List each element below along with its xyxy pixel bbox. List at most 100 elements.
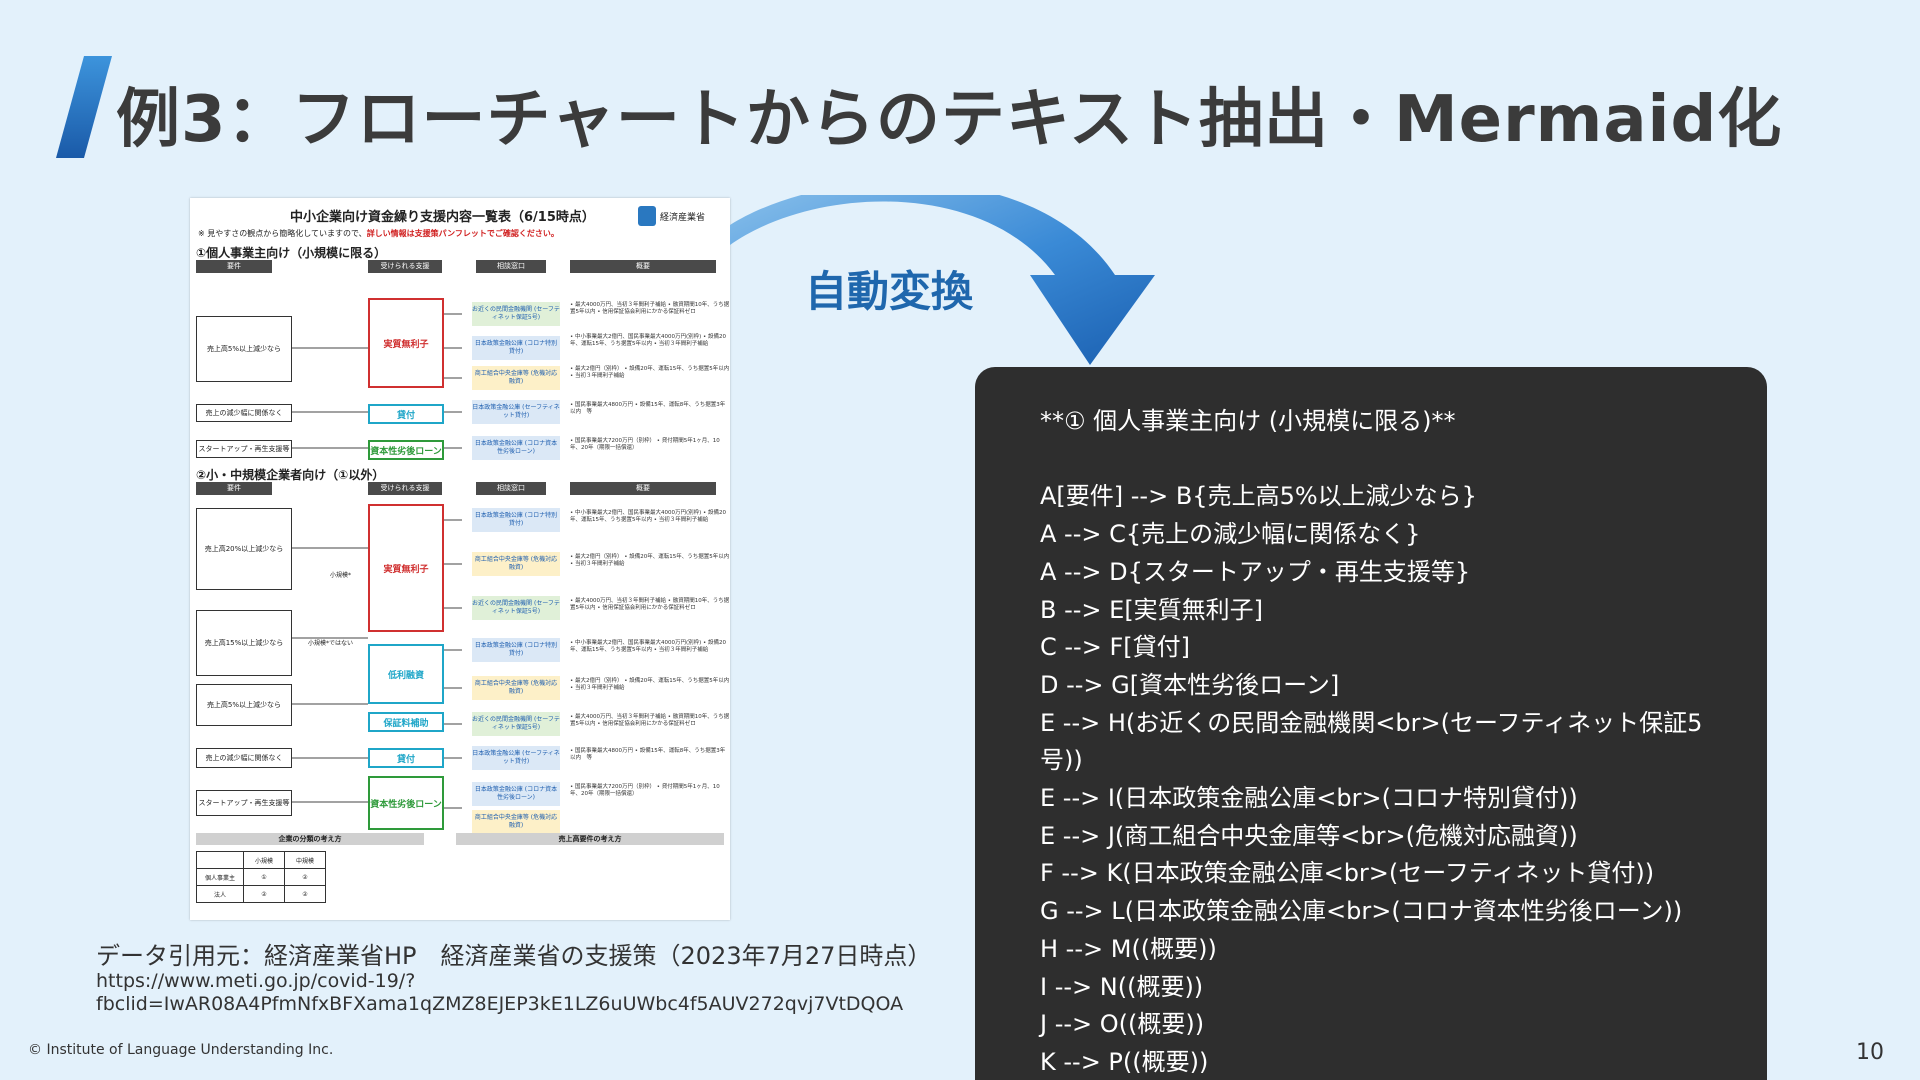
s2-window-box: 日本政策金融公庫 (コロナ資本性劣後ローン) bbox=[472, 782, 560, 806]
s2-requirement-box: 売上高5%以上減少なら bbox=[196, 684, 292, 726]
citation-label: データ引用元：経済産業省HP 経済産業省の支援策（2023年7月27日時点） bbox=[96, 942, 932, 970]
document-title: 中小企業向け資金繰り支援内容一覧表（6/15時点） bbox=[290, 210, 595, 225]
s2-support-box: 資本性劣後ローン bbox=[368, 776, 444, 830]
s1-window-box: 日本政策金融公庫 (コロナ資本性劣後ローン) bbox=[472, 436, 560, 460]
sales-requirement-table: 売上高要件の考え方 bbox=[456, 833, 724, 913]
sales-requirement-heading: 売上高要件の考え方 bbox=[456, 833, 724, 845]
s2-summary-text: • 最大2億円（別枠） • 設備20年、運転15年、うち据置5年以内 • 当初３… bbox=[570, 554, 730, 567]
classification-row: 法人 bbox=[196, 885, 244, 903]
not-small-scale-label: 小規模*ではない bbox=[308, 640, 354, 647]
document-note-text: ※ 見やすさの観点から簡略化していますので、 bbox=[198, 229, 367, 238]
s2-window-box: 日本政策金融公庫 (セーフティネット貸付) bbox=[472, 746, 560, 770]
code-line: E --> J(商工組合中央金庫等<br>(危機対応融資)) bbox=[1040, 821, 1578, 850]
code-line bbox=[1040, 441, 1740, 479]
small-scale-label: 小規模* bbox=[330, 572, 352, 579]
code-line: J --> O((概要)) bbox=[1040, 1010, 1205, 1039]
s1-summary-text: • 中小事業最大2億円、国民事業最大4000万円(別枠) • 設備20年、運転1… bbox=[570, 334, 727, 347]
classification-col: 小規模 bbox=[243, 851, 285, 869]
s2-requirement-box: 売上の減少幅に関係なく bbox=[196, 748, 292, 768]
code-line: A --> C{売上の減少幅に関係なく} bbox=[1040, 520, 1421, 549]
code-line: D --> G[資本性劣後ローン] bbox=[1040, 670, 1340, 699]
code-line: H --> M((概要)) bbox=[1040, 934, 1217, 963]
s1-window-box: 日本政策金融公庫 (セーフティネット貸付) bbox=[472, 400, 560, 424]
code-line: **① 個人事業主向け (小規模に限る)** bbox=[1040, 407, 1456, 435]
s2-summary-text: • 最大2億円（別枠） • 設備20年、運転15年、うち据置5年以内 • 当初３… bbox=[570, 678, 730, 691]
s2-summary-text: • 国民事業最大4800万円 • 設備15年、運転8年、うち据置3年以内 等 bbox=[570, 748, 726, 761]
s2-window-box: 商工組合中央金庫等 (危機対応融資) bbox=[472, 676, 560, 700]
section-2-heading: ②小・中規模企業者向け（①以外） bbox=[196, 468, 385, 482]
s1-window-box: 商工組合中央金庫等 (危機対応融資) bbox=[472, 366, 560, 390]
citation-url: https://www.meti.go.jp/covid-19/?fbclid=… bbox=[96, 970, 904, 1015]
classification-col: 中規模 bbox=[284, 851, 326, 869]
s2-summary-text: • 最大4000万円、当初３年間利子補給 • 融資期間10年、うち据置5年以内 … bbox=[570, 714, 730, 727]
s1-window-box: 日本政策金融公庫 (コロナ特別貸付) bbox=[472, 336, 560, 360]
s2-window-box: 商工組合中央金庫等 (危機対応融資) bbox=[472, 810, 560, 834]
section-1-heading: ①個人事業主向け（小規模に限る） bbox=[196, 246, 387, 260]
classification-grid: 小規模 中規模 個人事業主 ① ② 法人 ② ② bbox=[196, 851, 326, 903]
s1-summary-text: • 最大4000万円、当初３年間利子補給 • 融資期間10年、うち据置5年以内 … bbox=[570, 302, 730, 315]
s2-window-box: 日本政策金融公庫 (コロナ特別貸付) bbox=[472, 638, 560, 662]
s2-requirement-box: 売上高15%以上減少なら bbox=[196, 610, 292, 676]
document-note: ※ 見やすさの観点から簡略化していますので、詳しい情報は支援策パンフレットでご確… bbox=[198, 228, 559, 239]
source-flowchart-document: 中小企業向け資金繰り支援内容一覧表（6/15時点） ※ 見やすさの観点から簡略化… bbox=[190, 198, 730, 920]
header-support: 受けられる支援 bbox=[368, 482, 442, 495]
s2-window-box: お近くの民間金融機関 (セーフティネット保証5号) bbox=[472, 596, 560, 620]
s2-summary-text: • 国民事業最大7200万円（別枠） • 貸付期間5年1ヶ月、10年、20年（期… bbox=[570, 784, 720, 797]
s2-support-box: 保証料補助 bbox=[368, 712, 444, 732]
s1-summary-text: • 最大2億円（別枠） • 設備20年、運転15年、うち据置5年以内 • 当初３… bbox=[570, 366, 730, 379]
s2-requirement-box: スタートアップ・再生支援等 bbox=[196, 790, 292, 816]
code-line: G --> L(日本政策金融公庫<br>(コロナ資本性劣後ローン)) bbox=[1040, 897, 1683, 926]
s2-support-box: 実質無利子 bbox=[368, 504, 444, 632]
s2-summary-text: • 中小事業最大2億円、国民事業最大4000万円(別枠) • 設備20年、運転1… bbox=[570, 510, 727, 523]
s2-support-box: 貸付 bbox=[368, 748, 444, 768]
s1-support-box: 資本性劣後ローン bbox=[368, 440, 444, 460]
s1-support-box: 貸付 bbox=[368, 404, 444, 424]
meti-logo-icon bbox=[638, 206, 656, 226]
copyright-text: © Institute of Language Understanding In… bbox=[28, 1042, 334, 1058]
conversion-arrow-icon bbox=[730, 195, 1155, 365]
code-line: A[要件] --> B{売上高5%以上減少なら} bbox=[1040, 482, 1477, 511]
code-line: C --> F[貸付] bbox=[1040, 633, 1190, 662]
page-number: 10 bbox=[1856, 1040, 1884, 1065]
s1-summary-text: • 国民事業最大4800万円 • 設備15年、運転8年、うち据置3年以内 等 bbox=[570, 402, 726, 415]
mermaid-code-panel: **① 個人事業主向け (小規模に限る)** A[要件] --> B{売上高5%… bbox=[975, 367, 1767, 1080]
header-window: 相談窓口 bbox=[476, 482, 546, 495]
s2-window-box: お近くの民間金融機関 (セーフティネット保証5号) bbox=[472, 712, 560, 736]
meti-logo: 経済産業省 bbox=[638, 206, 705, 226]
classification-row: 個人事業主 bbox=[196, 868, 244, 886]
s2-window-box: 商工組合中央金庫等 (危機対応融資) bbox=[472, 552, 560, 576]
header-summary: 概要 bbox=[570, 260, 716, 273]
company-classification-table: 企業の分類の考え方 小規模 中規模 個人事業主 ① ② 法人 ② ② bbox=[196, 833, 424, 913]
auto-conversion-label: 自動変換 bbox=[805, 267, 974, 316]
s2-requirement-box: 売上高20%以上減少なら bbox=[196, 508, 292, 590]
flowchart-connector-lines bbox=[291, 313, 462, 809]
code-line: B --> E[実質無利子] bbox=[1040, 595, 1264, 624]
slide-title: 例3：フローチャートからのテキスト抽出・Mermaid化 bbox=[116, 83, 1783, 157]
s1-requirement-box: 売上の減少幅に関係なく bbox=[196, 404, 292, 422]
header-summary: 概要 bbox=[570, 482, 716, 495]
code-line: F --> K(日本政策金融公庫<br>(セーフティネット貸付)) bbox=[1040, 859, 1655, 888]
s1-requirement-box: スタートアップ・再生支援等 bbox=[196, 440, 292, 458]
s2-support-box: 低利融資 bbox=[368, 644, 444, 704]
title-accent-slash-icon bbox=[56, 56, 112, 158]
s1-window-box: お近くの民間金融機関 (セーフティネット保証5号) bbox=[472, 302, 560, 326]
header-requirement: 要件 bbox=[196, 482, 272, 495]
code-line: A --> D{スタートアップ・再生支援等} bbox=[1040, 557, 1471, 586]
s2-window-box: 日本政策金融公庫 (コロナ特別貸付) bbox=[472, 508, 560, 532]
code-line: K --> P((概要)) bbox=[1040, 1047, 1209, 1076]
code-line: E --> H(お近くの民間金融機関<br>(セーフティネット保証5号)) bbox=[1040, 708, 1703, 775]
s2-summary-text: • 中小事業最大2億円、国民事業最大4000万円(別枠) • 設備20年、運転1… bbox=[570, 640, 727, 653]
document-note-highlight: 詳しい情報は支援策パンフレットでご確認ください。 bbox=[366, 229, 559, 238]
meti-logo-text: 経済産業省 bbox=[660, 212, 706, 223]
code-line: I --> N((概要)) bbox=[1040, 972, 1204, 1001]
s2-summary-text: • 最大4000万円、当初３年間利子補給 • 融資期間10年、うち据置5年以内 … bbox=[570, 598, 730, 611]
header-requirement: 要件 bbox=[196, 260, 272, 273]
company-classification-heading: 企業の分類の考え方 bbox=[196, 833, 424, 845]
header-window: 相談窓口 bbox=[476, 260, 546, 273]
code-line: E --> I(日本政策金融公庫<br>(コロナ特別貸付)) bbox=[1040, 784, 1578, 813]
mermaid-code-lines: **① 個人事業主向け (小規模に限る)** A[要件] --> B{売上高5%… bbox=[1040, 403, 1740, 1080]
s1-summary-text: • 国民事業最大7200万円（別枠） • 貸付期間5年1ヶ月、10年、20年（期… bbox=[570, 438, 720, 451]
s1-support-box: 実質無利子 bbox=[368, 298, 444, 388]
header-support: 受けられる支援 bbox=[368, 260, 442, 273]
s1-requirement-box: 売上高5%以上減少なら bbox=[196, 316, 292, 382]
